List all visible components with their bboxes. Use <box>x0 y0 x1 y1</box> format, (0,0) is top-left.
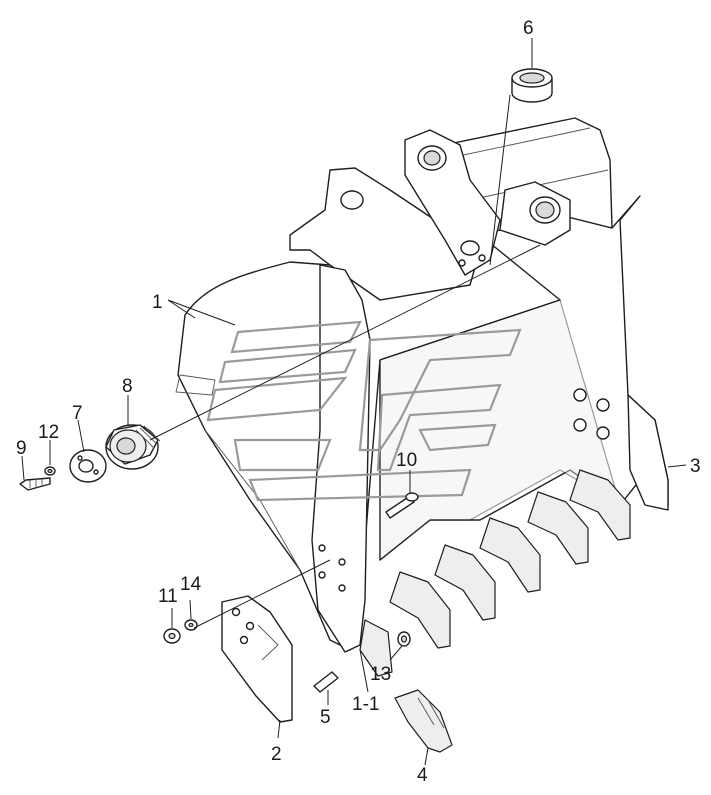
bucket-body <box>175 117 669 653</box>
callout-13: 13 <box>370 664 391 685</box>
callout-6: 6 <box>523 18 534 39</box>
side-cutter-left <box>221 595 293 723</box>
leader-lines <box>21 38 687 766</box>
bushing-6 <box>511 68 553 103</box>
hub-8 <box>105 424 161 470</box>
callout-9: 9 <box>16 438 27 459</box>
bolt-9 <box>19 477 51 491</box>
flange-7 <box>69 449 107 483</box>
callout-14: 14 <box>180 574 202 595</box>
washer-14 <box>184 619 198 631</box>
callout-3: 3 <box>690 456 701 477</box>
callout-10: 10 <box>396 450 417 471</box>
callout-8: 8 <box>122 376 133 397</box>
callout-7: 7 <box>72 403 83 424</box>
side-cutter-right <box>627 394 669 511</box>
washer-12 <box>44 466 56 476</box>
callout-1-1: 1-1 <box>352 694 379 715</box>
bucket-teeth-row <box>359 469 631 677</box>
logo-chevron-mark <box>206 320 522 502</box>
callout-1: 1 <box>152 292 163 313</box>
bolt-10 <box>385 492 419 519</box>
callout-4: 4 <box>417 765 428 786</box>
washer-13 <box>397 631 411 647</box>
callout-12: 12 <box>38 422 59 443</box>
nut-11 <box>163 628 181 644</box>
callout-11: 11 <box>158 586 178 607</box>
callout-5: 5 <box>320 707 331 728</box>
pin-5 <box>313 671 339 693</box>
tooth-4 <box>394 689 453 753</box>
callout-2: 2 <box>271 744 282 765</box>
